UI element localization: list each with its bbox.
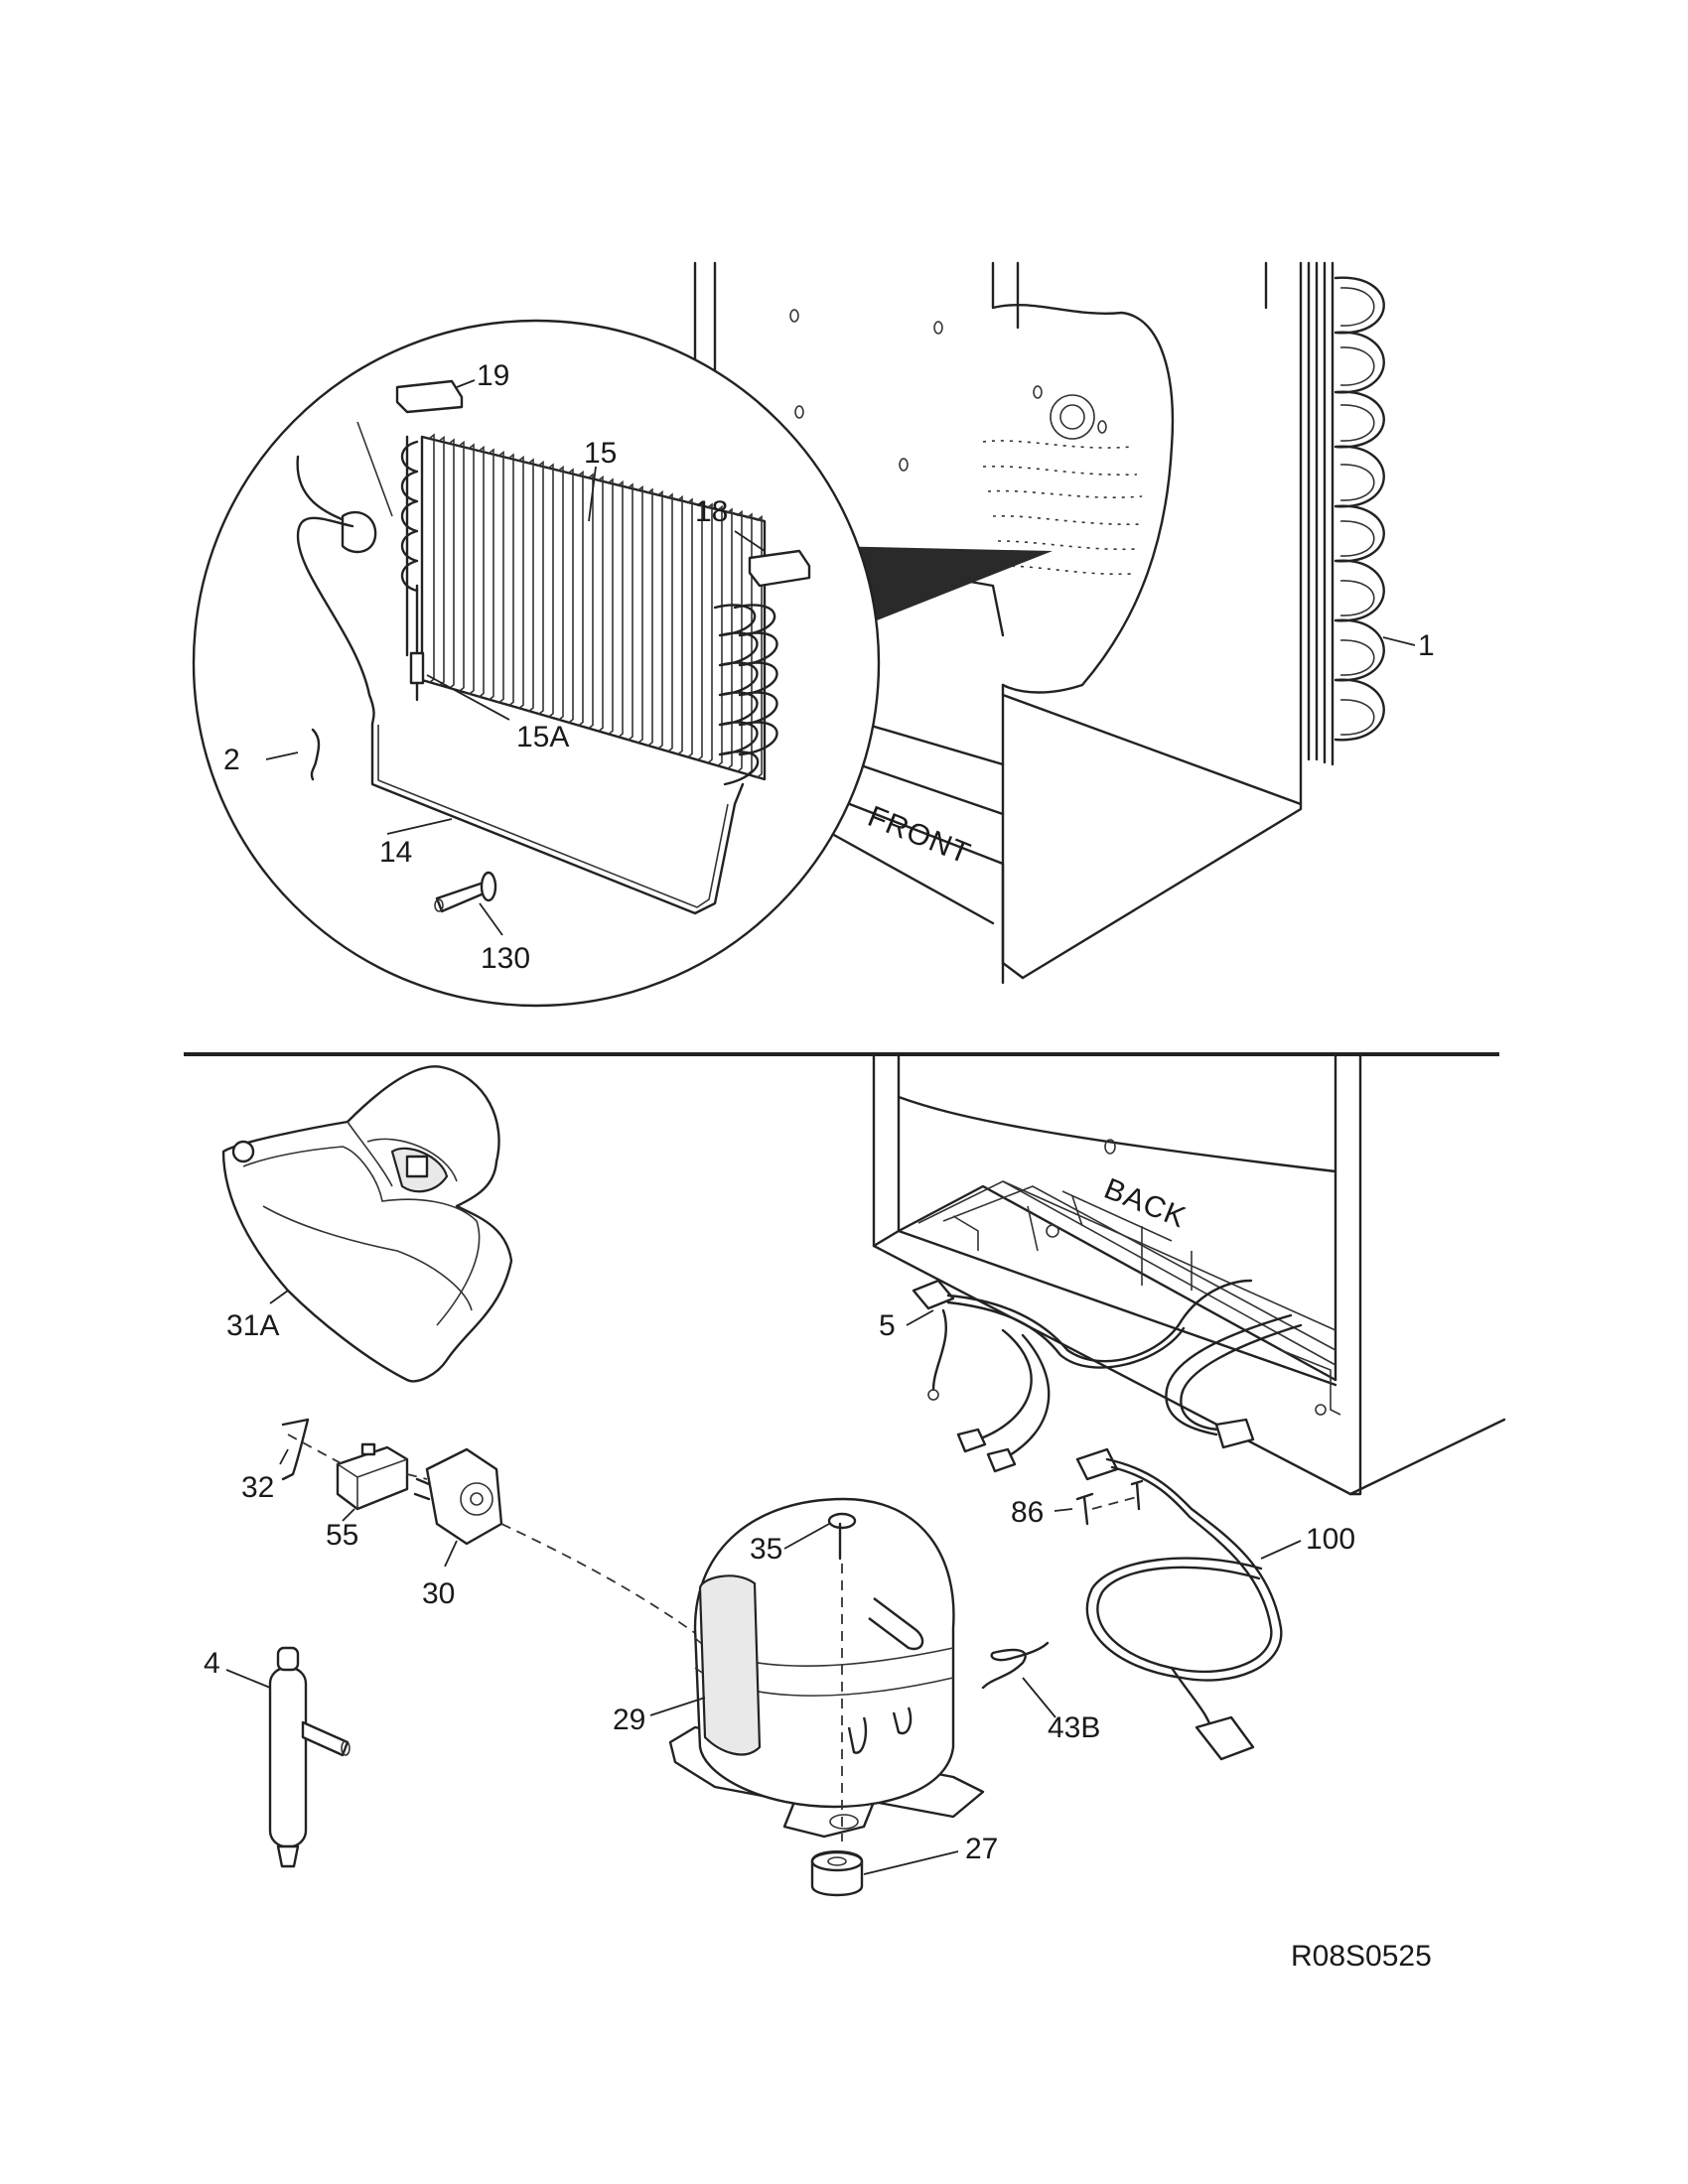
drawing-id: R08S0525	[1291, 1940, 1432, 1973]
part-55-relay	[336, 1442, 409, 1511]
callout-4: 4	[204, 1647, 220, 1680]
evaporator-fin	[696, 499, 703, 761]
leader-lines	[225, 379, 1416, 1875]
evaporator-fin	[587, 473, 594, 731]
evaporator-fin	[736, 509, 743, 773]
part-30-overload	[413, 1447, 503, 1546]
callout-55: 55	[326, 1519, 358, 1552]
callout-15a: 15A	[516, 721, 569, 753]
part-32-clip	[281, 1418, 310, 1481]
evaporator-fin	[557, 465, 564, 722]
evaporator-fin	[577, 470, 584, 728]
callout-14: 14	[379, 836, 412, 869]
evaporator-fin	[656, 489, 663, 751]
cabinet-back	[872, 1052, 1506, 1496]
part-31a-drain-pan	[221, 1065, 513, 1383]
evaporator-fin	[636, 484, 643, 745]
evaporator-fin	[686, 497, 693, 759]
evaporator-fin	[607, 478, 614, 736]
condenser-coil	[1307, 261, 1385, 766]
evaporator-fin	[676, 494, 683, 756]
callout-130: 130	[481, 942, 530, 975]
evaporator-fin	[726, 507, 733, 770]
evaporator-fin	[617, 479, 624, 739]
evaporator-fin	[428, 433, 435, 684]
callout-2: 2	[223, 744, 240, 776]
evaporator-fin	[666, 492, 673, 753]
evaporator-fin	[507, 453, 514, 707]
evaporator-fin	[567, 468, 574, 725]
callout-31a: 31A	[226, 1309, 279, 1342]
callout-15: 15	[584, 437, 617, 470]
evaporator-fin	[627, 482, 633, 742]
evaporator-fin	[537, 460, 544, 716]
callout-43b: 43B	[1048, 1711, 1100, 1744]
evaporator	[296, 421, 778, 915]
evaporator-fin	[597, 475, 604, 733]
part-29-compressor	[668, 1497, 985, 1839]
back-label: BACK	[1099, 1172, 1191, 1235]
callout-29: 29	[613, 1704, 645, 1736]
callout-100: 100	[1306, 1523, 1355, 1556]
callout-19: 19	[477, 359, 509, 392]
part-35-bolt	[827, 1512, 857, 1842]
evaporator-fin	[458, 440, 465, 693]
part-86-screws	[1075, 1479, 1144, 1526]
evaporator-fin	[547, 463, 554, 719]
callout-5: 5	[879, 1309, 896, 1342]
part-100-power-cord	[1075, 1447, 1283, 1761]
cabinet-interior	[693, 261, 1303, 985]
evaporator-fin	[756, 514, 763, 779]
evaporator-fin	[706, 502, 713, 764]
part-19-block	[395, 379, 464, 414]
part-130-pin	[434, 871, 497, 913]
part-18-block	[748, 549, 811, 588]
part-2-clip	[310, 728, 321, 781]
evaporator-fin	[646, 487, 653, 748]
callout-1: 1	[1418, 629, 1435, 662]
callout-86: 86	[1011, 1496, 1044, 1529]
detail-pointer	[824, 546, 1053, 635]
evaporator-fin	[488, 448, 494, 702]
evaporator-fin	[497, 450, 504, 704]
evaporator-fin	[468, 443, 475, 696]
callout-18: 18	[695, 495, 728, 528]
part-43b-clip	[981, 1641, 1050, 1690]
evaporator-fin	[527, 458, 534, 713]
evaporator-fin	[478, 445, 485, 699]
part-5-wiring-harness	[912, 1279, 1303, 1473]
assembly-dashline	[287, 1433, 696, 1634]
callout-27: 27	[965, 1833, 998, 1865]
callout-32: 32	[241, 1471, 274, 1504]
callout-35: 35	[750, 1533, 782, 1566]
evaporator-fin	[438, 435, 445, 687]
evaporator-fin	[517, 455, 524, 710]
callout-30: 30	[422, 1577, 455, 1610]
evaporator-fin	[448, 438, 455, 690]
part-4-drier	[268, 1646, 351, 1868]
part-27-grommet	[810, 1850, 864, 1897]
